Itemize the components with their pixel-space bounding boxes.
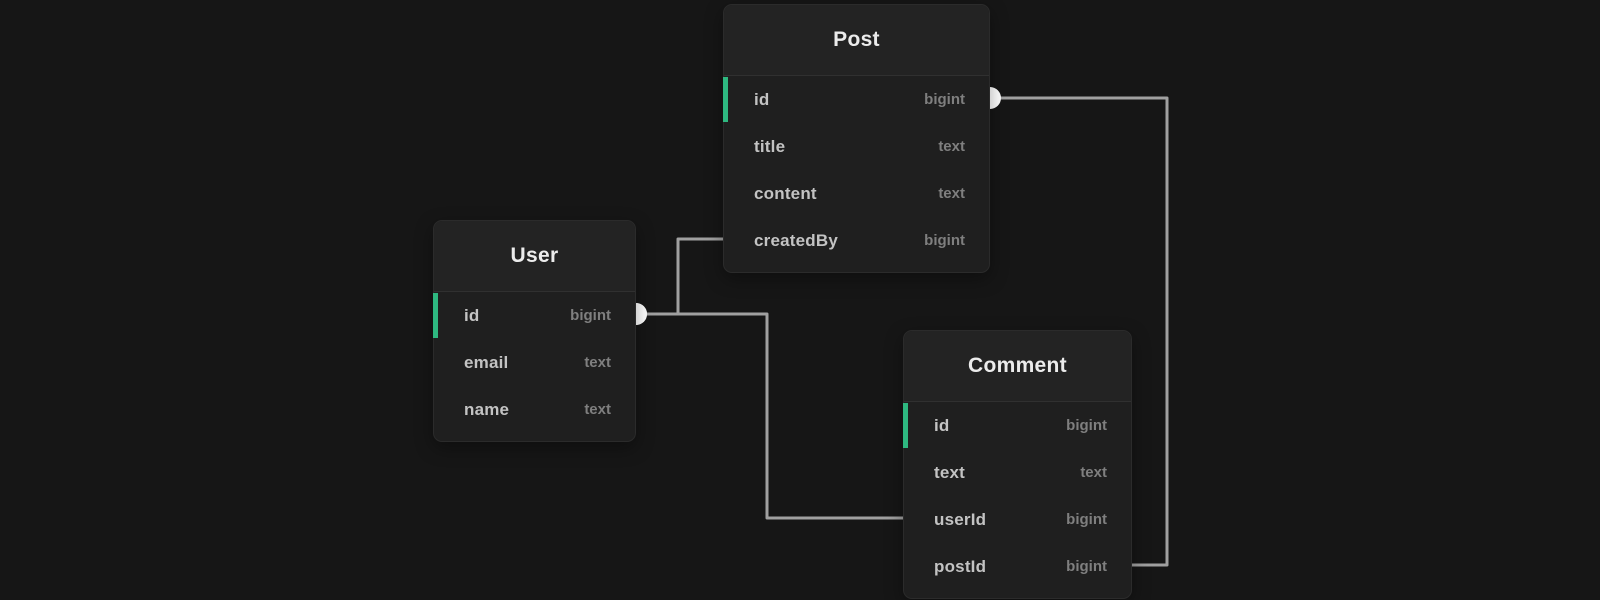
table-header[interactable]: User bbox=[434, 221, 635, 292]
table-card-post[interactable]: Post id bigint title text content text created… bbox=[723, 4, 990, 273]
field-row-post-content: content text bbox=[724, 170, 989, 217]
field-name: text bbox=[934, 462, 966, 482]
table-header[interactable]: Comment bbox=[904, 331, 1131, 402]
field-rows: id bigint text text userId bigint postId bigint bbox=[903, 402, 1131, 598]
field-name: title bbox=[754, 136, 786, 156]
table-card-user[interactable]: User id bigint email text name text bbox=[433, 220, 636, 442]
table-title: Post bbox=[833, 28, 880, 51]
field-row-user-email: email text bbox=[434, 339, 635, 386]
field-row-user-id: id bigint bbox=[433, 292, 635, 339]
field-type: text bbox=[584, 354, 611, 371]
field-name: postId bbox=[934, 556, 987, 576]
primary-key-indicator bbox=[723, 77, 728, 122]
field-row-post-id: id bigint bbox=[723, 76, 989, 123]
field-name: userId bbox=[934, 509, 987, 529]
field-type: bigint bbox=[1066, 417, 1107, 434]
field-type: text bbox=[584, 401, 611, 418]
field-type: bigint bbox=[924, 232, 965, 249]
field-type: bigint bbox=[924, 91, 965, 108]
edge-user-id-to-comment-userId bbox=[636, 312, 906, 520]
field-type: text bbox=[938, 138, 965, 155]
field-row-comment-postId: postId bigint bbox=[904, 543, 1131, 590]
table-header[interactable]: Post bbox=[724, 5, 989, 76]
field-row-comment-text: text text bbox=[904, 449, 1131, 496]
table-title: User bbox=[510, 244, 559, 267]
field-rows: id bigint title text content text createdBy big… bbox=[723, 76, 989, 272]
primary-key-indicator bbox=[903, 403, 908, 448]
field-row-user-name: name text bbox=[434, 386, 635, 433]
edge-source-marker bbox=[990, 87, 1001, 109]
field-row-comment-userId: userId bigint bbox=[904, 496, 1131, 543]
field-name: createdBy bbox=[754, 230, 839, 250]
field-type: text bbox=[1080, 464, 1107, 481]
field-name: name bbox=[464, 399, 510, 419]
field-name: email bbox=[464, 352, 509, 372]
field-name: id bbox=[464, 305, 480, 325]
edge-source-marker bbox=[636, 303, 647, 325]
primary-key-indicator bbox=[433, 293, 438, 338]
field-name: id bbox=[754, 89, 770, 109]
field-type: bigint bbox=[1066, 558, 1107, 575]
field-row-comment-id: id bigint bbox=[903, 402, 1131, 449]
field-name: id bbox=[934, 415, 950, 435]
field-type: text bbox=[938, 185, 965, 202]
table-title: Comment bbox=[968, 354, 1067, 377]
field-name: content bbox=[754, 183, 817, 203]
field-type: bigint bbox=[1066, 511, 1107, 528]
edge-post-id-to-comment-postId bbox=[990, 96, 1169, 567]
field-rows: id bigint email text name text bbox=[433, 292, 635, 441]
field-type: bigint bbox=[570, 307, 611, 324]
field-row-post-title: title text bbox=[724, 123, 989, 170]
edge-user-id-to-post-createdBy bbox=[636, 237, 726, 316]
field-row-post-createdBy: createdBy bigint bbox=[724, 217, 989, 264]
